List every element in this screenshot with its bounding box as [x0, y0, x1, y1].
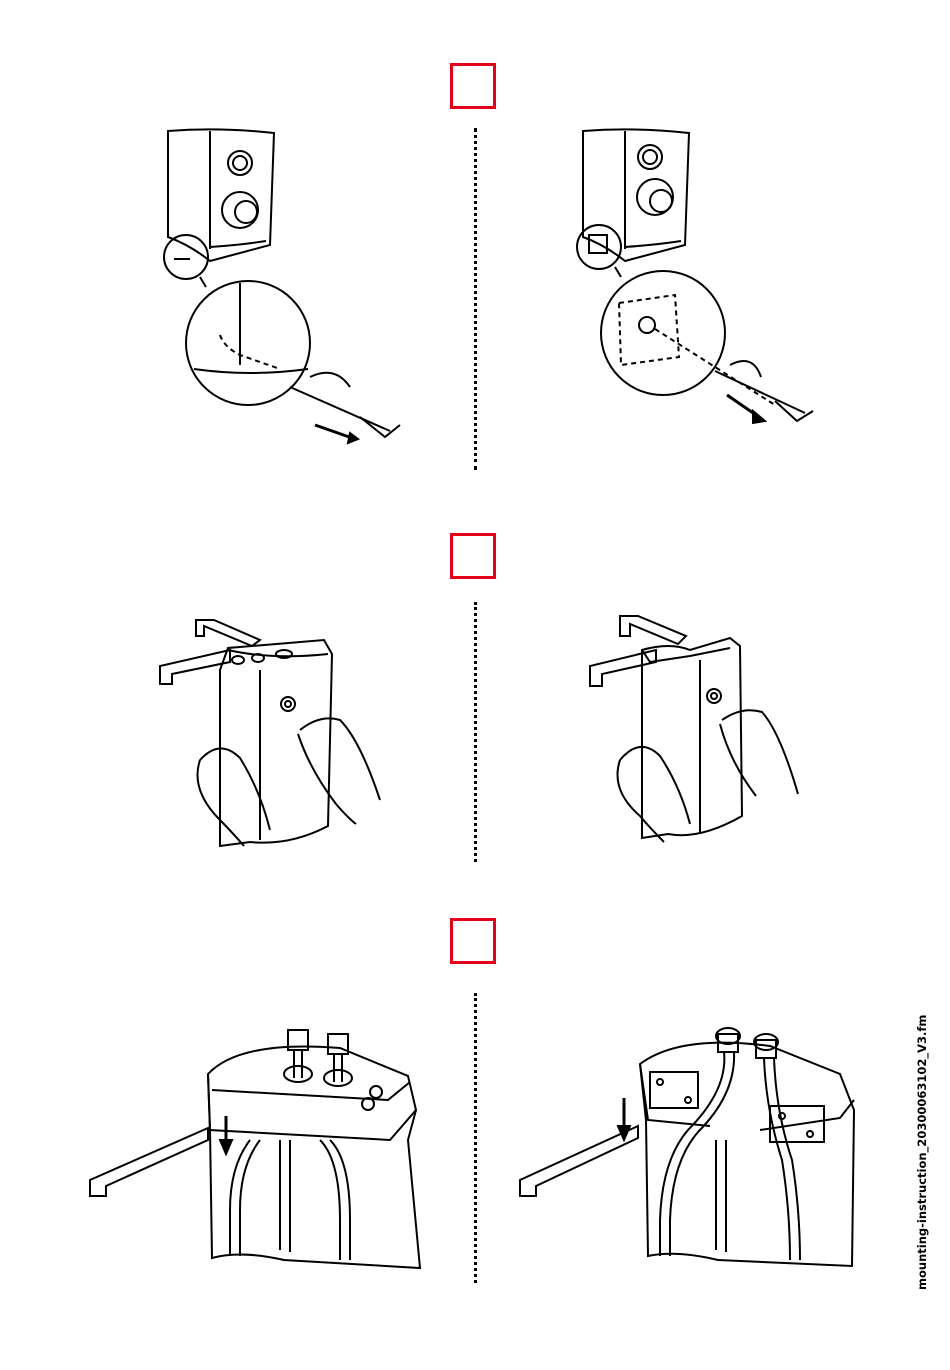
step-1-left-illustration: [160, 125, 410, 455]
step-2-marker: [450, 533, 496, 579]
step-1-right-illustration: [575, 125, 825, 435]
step-3-right-illustration: [520, 1020, 860, 1270]
step-3-left-illustration: [90, 1020, 440, 1270]
step-1-marker: [450, 63, 496, 109]
step-2-left-illustration: [160, 610, 390, 850]
step-1-divider: [474, 128, 477, 470]
step-3-divider: [474, 993, 477, 1283]
step-2-right-illustration: [590, 610, 820, 850]
document-filename: mounting-instruction_20300063102_V3.fm: [915, 1015, 929, 1290]
step-2-divider: [474, 602, 477, 862]
step-3-marker: [450, 918, 496, 964]
